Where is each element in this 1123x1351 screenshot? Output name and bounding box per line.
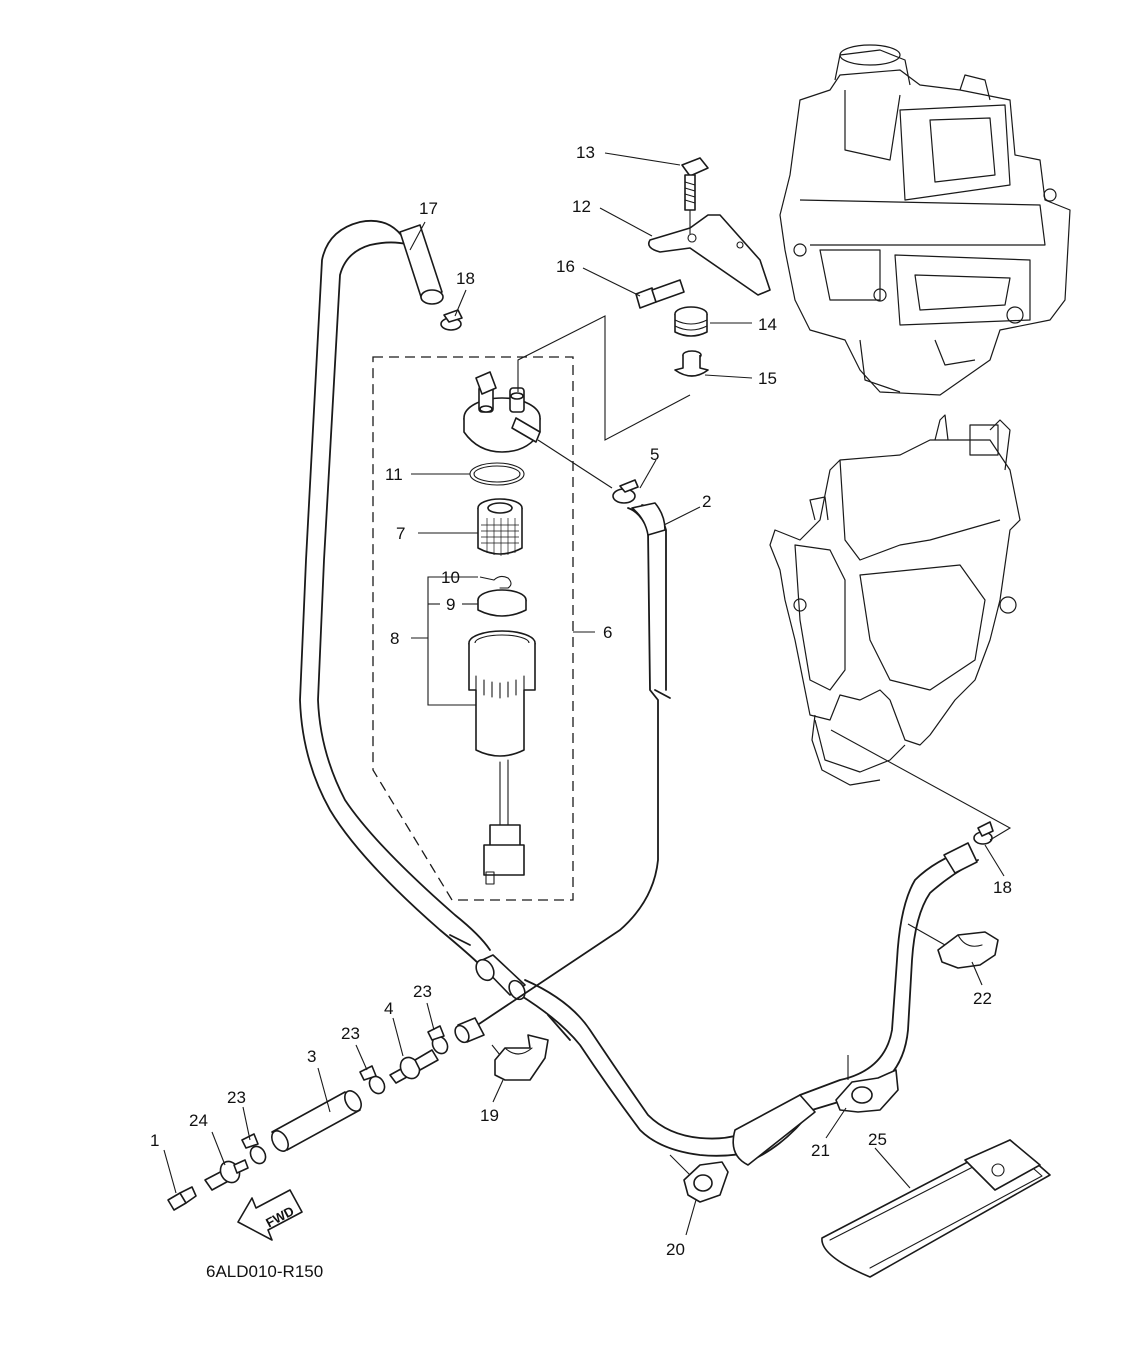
- collar: [674, 350, 709, 377]
- callout-23-upper: 23: [413, 982, 432, 1001]
- plug-1: [167, 1186, 197, 1211]
- hose-17-end: [399, 224, 444, 305]
- grommet: [674, 306, 708, 337]
- leader-lines: [163, 152, 1012, 1236]
- o-ring: [469, 462, 525, 486]
- callout-19: 19: [480, 1106, 499, 1125]
- filter-element: [477, 498, 523, 556]
- bolt-16: [635, 279, 685, 309]
- long-fuel-hose: [299, 220, 761, 1157]
- hose-clamp-23-upper: [427, 1025, 449, 1055]
- callout-7: 7: [396, 524, 405, 543]
- callout-16: 16: [556, 257, 575, 276]
- hose-joint: [475, 954, 526, 1001]
- hose-holder-21: [835, 1069, 899, 1113]
- float: [477, 589, 527, 617]
- filter-assembly-boundary: [372, 356, 574, 901]
- callout-14: 14: [758, 315, 777, 334]
- throttle-body-assembly: [779, 44, 1071, 396]
- callout-1: 1: [150, 1131, 159, 1150]
- hose-holder-19: [494, 1034, 549, 1081]
- callout-3: 3: [307, 1047, 316, 1066]
- vapor-separator-assembly: [769, 414, 1021, 786]
- tool-bag: [821, 1139, 1051, 1278]
- hose-clamp-23-lower: [241, 1133, 267, 1165]
- callout-11: 11: [385, 465, 403, 484]
- hose-holder-20: [683, 1161, 729, 1203]
- callout-10: 10: [441, 568, 460, 587]
- filter-cap: [463, 371, 541, 453]
- bolt-13: [681, 157, 709, 234]
- callout-13: 13: [576, 143, 595, 162]
- callout-25: 25: [868, 1130, 887, 1149]
- hose-clip-18-lower: [973, 821, 994, 845]
- callout-18-lower: 18: [993, 878, 1012, 897]
- callout-12: 12: [572, 197, 591, 216]
- hose-clamp-23-middle: [359, 1065, 386, 1095]
- callout-8: 8: [390, 629, 399, 648]
- callout-9: 9: [446, 595, 455, 614]
- callout-18-upper: 18: [456, 269, 475, 288]
- callout-2: 2: [702, 492, 711, 511]
- hose-joint-4: [389, 1049, 439, 1084]
- callout-labels: 1 2 3 4 5 6 7 8 9 10 11 12 13 14 15 16 1…: [150, 143, 1012, 1259]
- callout-17: 17: [419, 199, 438, 218]
- callout-23-lower: 23: [227, 1088, 246, 1107]
- fuel-hose-2: [454, 502, 671, 1044]
- callout-5: 5: [650, 445, 659, 464]
- hose-clip-18-upper: [440, 309, 463, 331]
- callout-15: 15: [758, 369, 777, 388]
- hose-holder-22: [937, 931, 999, 969]
- snap-ring: [493, 575, 512, 589]
- callout-22: 22: [973, 989, 992, 1008]
- fwd-arrow-icon: FWD: [237, 1189, 303, 1241]
- callout-21: 21: [811, 1141, 830, 1160]
- return-hose: [732, 842, 979, 1166]
- callout-4: 4: [384, 999, 393, 1018]
- callout-20: 20: [666, 1240, 685, 1259]
- filter-cup: [468, 630, 536, 885]
- fuel-hose-3: [271, 1090, 362, 1152]
- hose-clip-5: [612, 479, 639, 504]
- callout-23-middle: 23: [341, 1024, 360, 1043]
- diagram-code: 6ALD010-R150: [206, 1262, 323, 1281]
- callout-6: 6: [603, 623, 612, 642]
- callout-24: 24: [189, 1111, 208, 1130]
- hose-joint-24: [204, 1159, 249, 1191]
- bracket: [647, 214, 771, 296]
